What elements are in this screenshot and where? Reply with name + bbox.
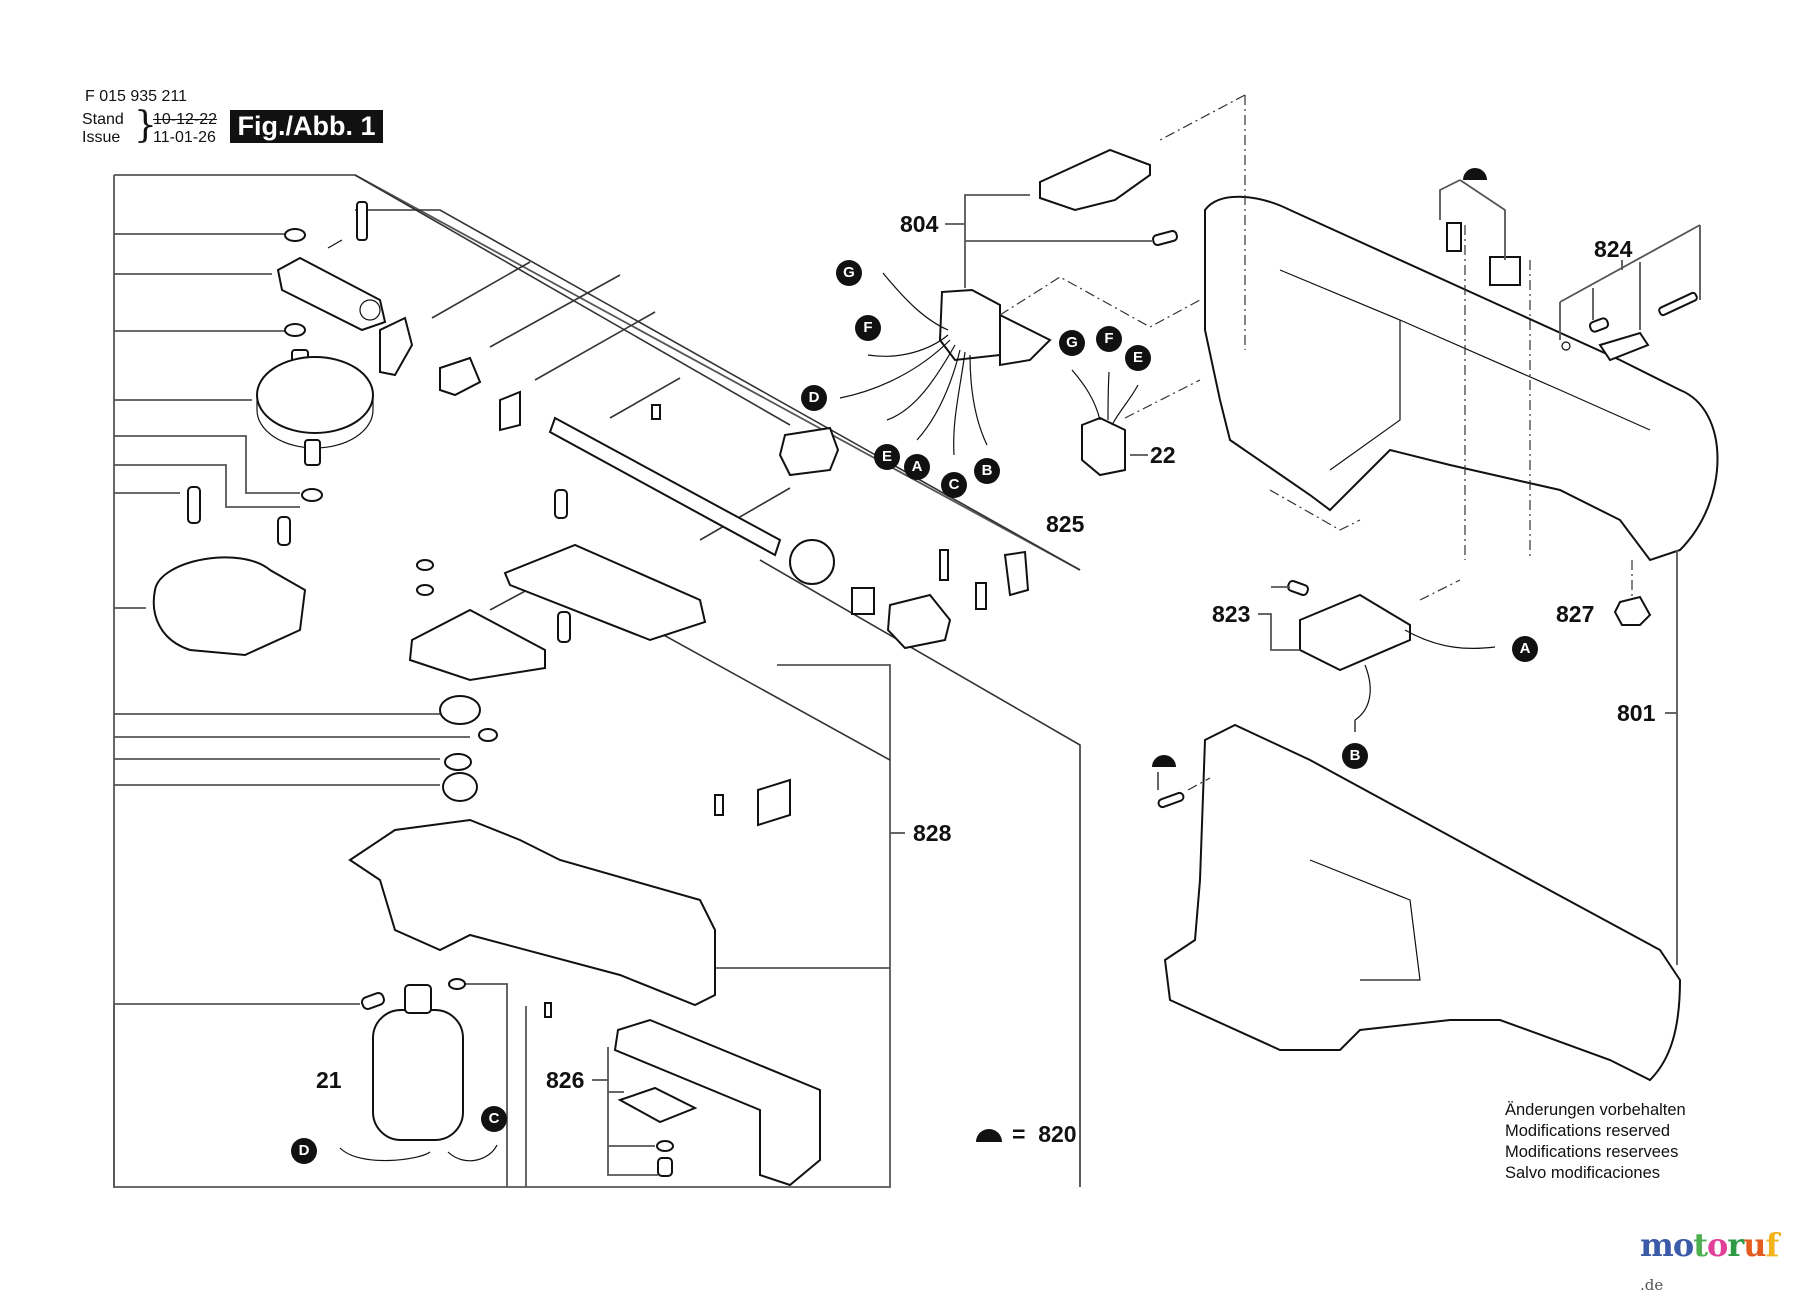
gear-housing (348, 778, 791, 1018)
connector-marker-f: F (855, 315, 881, 341)
guide-plates (408, 489, 707, 682)
part-824-group (1439, 179, 1701, 362)
bearings (439, 695, 498, 802)
brand-letter: o (1706, 1226, 1728, 1264)
legend-820: = 820 (976, 1121, 1077, 1147)
document-number: F 015 935 211 (85, 88, 188, 105)
connector-marker-b: B (974, 458, 1000, 484)
dome-icon (1152, 755, 1176, 767)
brand-letter: u (1743, 1226, 1766, 1264)
housing-half-lower (1157, 550, 1682, 1082)
switch-assembly (839, 148, 1201, 456)
motor-marker-c: C (481, 1106, 507, 1132)
plug-marker-f: F (1096, 326, 1122, 352)
part-label-828: 828 (913, 820, 952, 846)
dome-icon (976, 1129, 1002, 1143)
figure-label: Fig./Abb. 1 (230, 110, 383, 143)
shaft-slider-parts (548, 404, 1030, 650)
note-es: Salvo modificaciones (1505, 1164, 1660, 1182)
part-label-21: 21 (316, 1067, 342, 1093)
housing-half-upper (1159, 94, 1719, 562)
stand-date-struck: 10-12-22 (153, 111, 218, 128)
terminal-block-823 (1258, 579, 1496, 721)
brand-letter: f (1765, 1226, 1779, 1264)
connector-marker-e: E (874, 444, 900, 470)
motor-marker-d: D (291, 1138, 317, 1164)
plug-marker-g: G (1059, 330, 1085, 356)
part-label-824: 824 (1594, 236, 1633, 262)
motor-cover-parts (152, 486, 307, 657)
part-label-826: 826 (546, 1067, 585, 1093)
note-fr: Modifications reservees (1505, 1143, 1679, 1161)
part-label-825: 825 (1046, 511, 1085, 537)
plug-marker-e: E (1125, 345, 1151, 371)
connector-marker-c: C (941, 472, 967, 498)
terminal-marker-b: B (1342, 743, 1368, 769)
legend-equals: = (1012, 1121, 1026, 1147)
brand-letter: o (1672, 1226, 1694, 1264)
brand-tld: .de (1640, 1276, 1664, 1294)
upper-bracket-lines (354, 174, 1081, 1187)
issue-date: 11-01-26 (153, 129, 216, 146)
motor (339, 984, 498, 1162)
exploded-view-drawing (113, 94, 1719, 1188)
legend-part-number: 820 (1038, 1121, 1077, 1147)
brand-letter: t (1693, 1226, 1708, 1264)
part-label-801: 801 (1617, 700, 1656, 726)
nut-827 (1613, 560, 1652, 626)
terminal-marker-a: A (1512, 636, 1538, 662)
base-plate (592, 1018, 821, 1187)
connector-marker-a: A (904, 454, 930, 480)
part-label-823: 823 (1212, 601, 1251, 627)
brand-letter: m (1640, 1226, 1674, 1264)
part-label-827: 827 (1556, 601, 1595, 627)
part-label-804: 804 (900, 211, 939, 237)
brace-icon: } (134, 105, 157, 146)
note-en: Modifications reserved (1505, 1122, 1671, 1140)
part-label-22: 22 (1150, 442, 1176, 468)
connector-marker-d: D (801, 385, 827, 411)
note-de: Änderungen vorbehalten (1505, 1101, 1686, 1119)
stand-label: Stand (82, 111, 124, 128)
connector-22 (1071, 369, 1201, 477)
gear-train-parts (256, 201, 521, 502)
dome-icon (1463, 168, 1487, 180)
brand-letter: r (1727, 1226, 1744, 1264)
connector-marker-g: G (836, 260, 862, 286)
left-leader-frame (113, 174, 1081, 1188)
issue-label: Issue (82, 129, 121, 146)
brand-logo[interactable]: motoruf .de (1640, 1228, 1800, 1302)
